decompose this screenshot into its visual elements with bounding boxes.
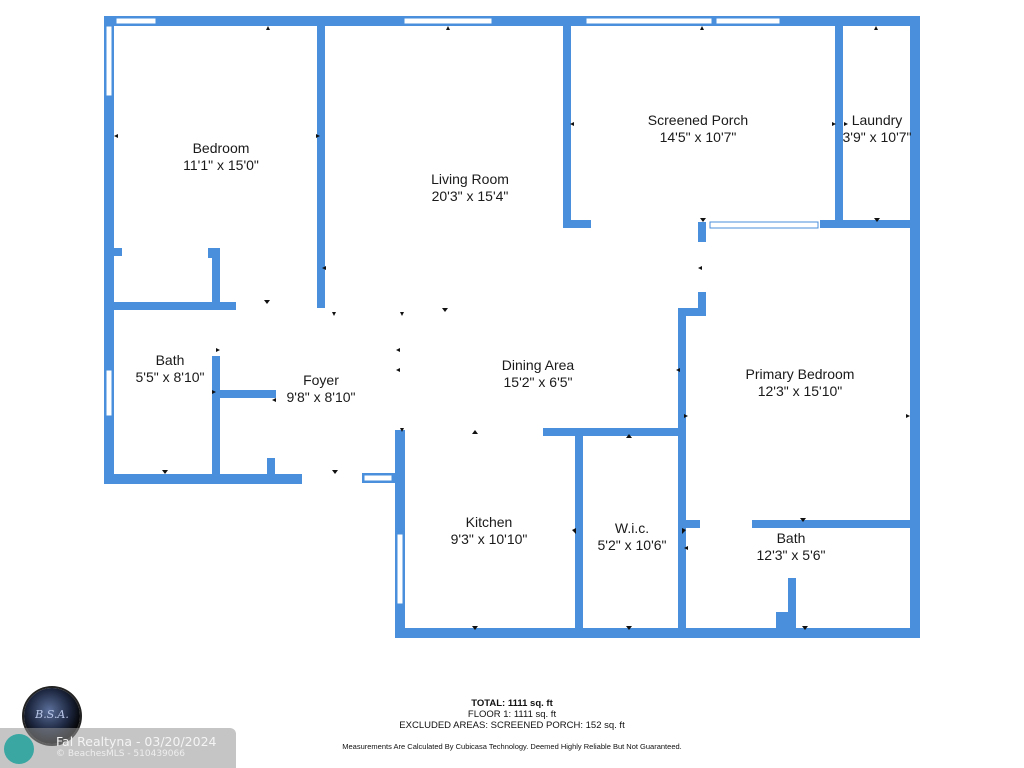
windows bbox=[105, 17, 819, 605]
room-dims: 15'2" x 6'5" bbox=[503, 374, 573, 390]
room-bath-left: Bath 5'5" x 8'10" bbox=[120, 352, 220, 386]
room-laundry: Laundry 3'9" x 10'7" bbox=[832, 112, 922, 146]
floor-plan bbox=[104, 16, 920, 638]
room-name: Primary Bedroom bbox=[745, 366, 855, 382]
room-wic: W.i.c. 5'2" x 10'6" bbox=[582, 520, 682, 554]
room-name: Screened Porch bbox=[647, 112, 749, 128]
room-name: W.i.c. bbox=[614, 520, 650, 536]
room-dims: 9'3" x 10'10" bbox=[450, 531, 528, 547]
room-bath-right: Bath 12'3" x 5'6" bbox=[740, 530, 842, 564]
room-name: Bedroom bbox=[192, 140, 250, 156]
room-dims: 3'9" x 10'7" bbox=[842, 129, 912, 145]
room-bedroom: Bedroom 11'1" x 15'0" bbox=[166, 140, 276, 174]
area-summary: TOTAL: 1111 sq. ft FLOOR 1: 1111 sq. ft … bbox=[0, 698, 1024, 731]
room-dims: 5'2" x 10'6" bbox=[597, 537, 667, 553]
room-dims: 14'5" x 10'7" bbox=[659, 129, 737, 145]
watermark-line1: Fal Realtyna - 03/20/2024 bbox=[56, 734, 217, 749]
room-name: Bath bbox=[155, 352, 185, 368]
room-name: Laundry bbox=[851, 112, 903, 128]
watermark-icon bbox=[4, 734, 34, 764]
mls-watermark: Fal Realtyna - 03/20/2024 © BeachesMLS -… bbox=[0, 728, 236, 768]
door-markers bbox=[114, 26, 910, 630]
room-name: Bath bbox=[776, 530, 806, 546]
watermark-line2: © BeachesMLS - 510439066 bbox=[56, 749, 185, 759]
room-primary-bedroom: Primary Bedroom 12'3" x 15'10" bbox=[730, 366, 870, 400]
room-kitchen: Kitchen 9'3" x 10'10" bbox=[434, 514, 544, 548]
logo-text: B.S.A. bbox=[35, 708, 69, 721]
room-name: Living Room bbox=[431, 171, 509, 187]
room-foyer: Foyer 9'8" x 8'10" bbox=[270, 372, 372, 406]
excluded-area: EXCLUDED AREAS: SCREENED PORCH: 152 sq. … bbox=[399, 720, 625, 731]
room-dims: 12'3" x 15'10" bbox=[757, 383, 843, 399]
room-dims: 20'3" x 15'4" bbox=[431, 188, 509, 204]
room-name: Kitchen bbox=[465, 514, 513, 530]
room-dims: 12'3" x 5'6" bbox=[756, 547, 826, 563]
room-name: Foyer bbox=[303, 372, 339, 388]
disclaimer: Measurements Are Calculated By Cubicasa … bbox=[342, 742, 682, 751]
room-living-room: Living Room 20'3" x 15'4" bbox=[410, 171, 530, 205]
room-screened-porch: Screened Porch 14'5" x 10'7" bbox=[638, 112, 758, 146]
room-dims: 11'1" x 15'0" bbox=[183, 157, 259, 173]
room-dims: 9'8" x 8'10" bbox=[286, 389, 356, 405]
floor-area: FLOOR 1: 1111 sq. ft bbox=[467, 709, 557, 720]
room-dims: 5'5" x 8'10" bbox=[135, 369, 205, 385]
total-area: TOTAL: 1111 sq. ft bbox=[471, 698, 553, 709]
room-dining-area: Dining Area 15'2" x 6'5" bbox=[478, 357, 598, 391]
room-name: Dining Area bbox=[501, 357, 575, 373]
